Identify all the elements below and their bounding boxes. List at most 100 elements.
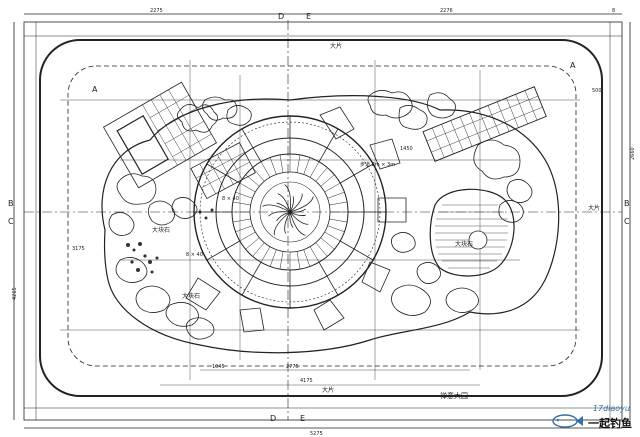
label-bottom-span: 大片 — [322, 386, 334, 394]
plaza-center-burst — [289, 211, 309, 225]
plaza-paving-line — [320, 174, 335, 187]
section-mark-left-bottom: C — [8, 217, 14, 226]
section-mark-left-top: B — [8, 199, 14, 208]
plaza-paving-line — [245, 237, 260, 250]
right-bridge — [422, 86, 547, 162]
shrub-dots — [126, 208, 214, 274]
plaza-paving-line — [329, 201, 348, 206]
plaza-spoke — [241, 262, 262, 296]
plaza-paving-line — [235, 225, 253, 233]
plaza-paving-line — [269, 249, 277, 267]
plaza-spoke — [340, 240, 374, 261]
plaza-center-burst — [276, 211, 291, 222]
section-mark-a-right: A — [570, 61, 576, 70]
section-mark-bottom-left: D — [270, 414, 276, 423]
plaza-paving-line — [260, 161, 271, 178]
plaza-paving-line — [315, 167, 328, 182]
plaza-spoke — [206, 240, 240, 261]
plan-title: 禅意大园 — [440, 391, 468, 400]
left-walkway — [190, 142, 256, 200]
dim-left: 4265 — [12, 287, 18, 300]
frame-lines — [13, 13, 631, 429]
section-mark-right-top: B — [624, 199, 630, 208]
dim-left-mid: 3175 — [72, 246, 85, 252]
plaza-center-burst — [262, 204, 291, 213]
plaza-paving-line — [269, 157, 277, 175]
plaza-center-burst — [284, 211, 291, 234]
dim-bottom-inner-left: 2775 — [286, 364, 299, 370]
plaza-paving-line — [296, 251, 301, 270]
watermark-sub: 17diaoyu — [592, 404, 630, 413]
plaza-center-burst — [273, 211, 291, 236]
section-mark-top-left: D — [278, 12, 284, 21]
plaza-paving-line — [279, 154, 284, 173]
plaza-center-burst — [276, 202, 291, 213]
plaza-paving-line — [315, 242, 328, 257]
label-grid-b: 8 × 40 — [186, 252, 203, 258]
plaza-center-burst — [289, 211, 306, 216]
plaza-paving-line — [245, 174, 260, 187]
plaza-center-burst — [268, 211, 291, 217]
dim-right-small: 500 — [592, 88, 602, 94]
section-mark-a-left: A — [92, 85, 98, 94]
plaza-center-burst — [289, 208, 306, 213]
dim-right-corner: 8 — [612, 8, 615, 14]
fish-logo-icon — [550, 413, 584, 433]
plaza-paving-line — [324, 182, 341, 193]
pond — [429, 188, 515, 277]
watermark: 一起钓鱼 17diaoyu — [550, 404, 632, 433]
plaza-paving-line — [303, 157, 311, 175]
section-mark-bottom-right: E — [300, 414, 305, 423]
plaza-paving-line — [309, 246, 320, 263]
dim-bottom: 5275 — [310, 431, 323, 437]
plaza-paving-line — [239, 182, 256, 193]
label-stone-lower: 大块石 — [182, 292, 200, 300]
dim-inner-bottom: 4175 — [300, 378, 313, 384]
plaza-paving-line — [303, 249, 311, 267]
plaza-paving-line — [296, 154, 301, 173]
plaza-center-burst — [277, 193, 291, 213]
guide-lines — [60, 60, 580, 386]
plaza-spoke — [340, 163, 374, 184]
plaza-paving-line — [329, 218, 348, 223]
plaza-paving-line — [320, 237, 335, 250]
circular-plaza — [193, 115, 387, 309]
left-platform — [102, 81, 218, 189]
plaza-center-burst — [289, 196, 314, 213]
dim-right: 2660 — [630, 147, 636, 160]
dim-top-right: 2276 — [440, 8, 453, 14]
plaza-paving-line — [327, 191, 345, 199]
plaza-paving-line — [260, 246, 271, 263]
plaza-paving-line — [327, 225, 345, 233]
dim-path: 1450 — [400, 146, 413, 152]
plaza-center-burst — [289, 211, 306, 236]
dim-bottom-inner-right: 1045 — [212, 364, 225, 370]
rock-clusters — [108, 90, 533, 340]
section-mark-top-right: E — [306, 12, 311, 21]
plaza-paving-line — [239, 231, 256, 242]
plaza-center-burst — [289, 196, 294, 213]
label-path-note: 步道 2m × 3m — [360, 161, 395, 168]
plaza-steps — [185, 106, 407, 333]
plan-labels: D E D E B C B C A A 大片 大片 大片 大块石 大块石 大块石… — [8, 8, 636, 437]
plaza-paving-line — [252, 242, 265, 257]
plaza-center-burst — [284, 184, 291, 213]
plaza-spoke — [206, 163, 240, 184]
plaza-spoke — [318, 128, 339, 162]
inner-dashed-boundary — [67, 65, 577, 367]
plaza-paving-line — [232, 201, 251, 206]
label-stone-upper: 大块石 — [152, 226, 170, 234]
label-top-mark: 大片 — [330, 42, 342, 50]
label-grid-a: 8 × 40 — [222, 196, 239, 202]
plaza-paving-line — [309, 161, 320, 178]
plaza-center-burst — [289, 193, 303, 213]
plaza-paving-line — [235, 191, 253, 199]
plaza-center-burst — [289, 211, 294, 228]
plaza-paving-line — [232, 218, 251, 223]
plaza-paving-line — [252, 167, 265, 182]
plaza-spoke — [318, 262, 339, 296]
label-right-mark: 大片 — [588, 204, 600, 212]
plaza-paving-line — [324, 231, 341, 242]
section-mark-right-bottom: C — [624, 217, 630, 226]
